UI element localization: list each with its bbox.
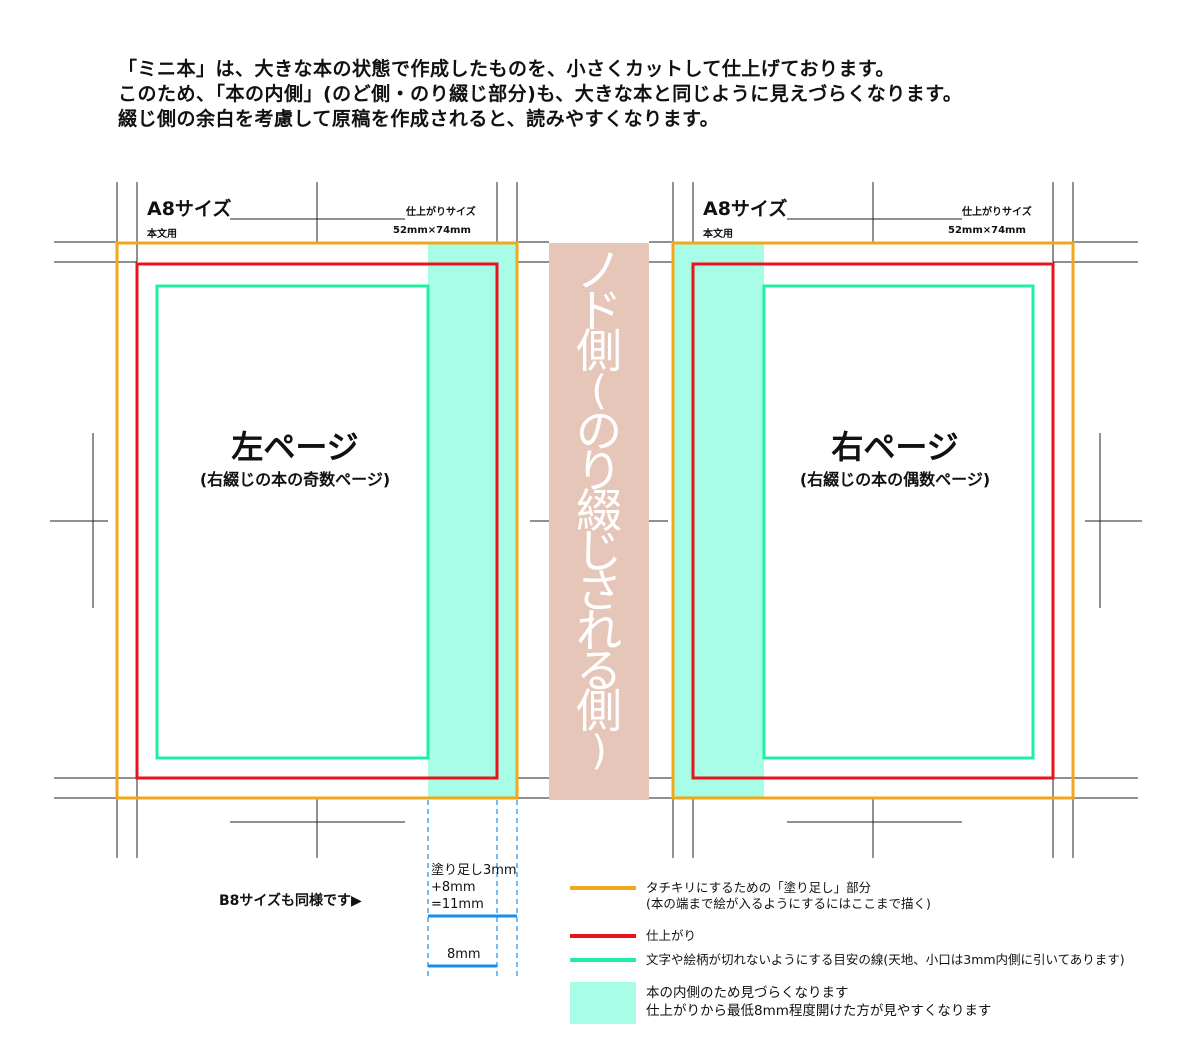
spine-char: 側 — [576, 324, 622, 378]
spine-char: り — [576, 444, 622, 498]
intro-line-2: このため、「本の内側」(のど側・のり綴じ部分)も、大きな本と同じように見えづらく… — [118, 83, 963, 105]
measure-total-label: =11mm — [431, 897, 484, 912]
trim-frame-left — [135, 262, 499, 780]
spine-char: ド — [576, 284, 622, 338]
safe-frame-left — [155, 284, 430, 760]
legend-gutter-text: 本の内側のため見づらくなります 仕上がりから最低8mm程度開けた方が見やすくなり… — [646, 984, 991, 1020]
spine-char: ( — [591, 368, 607, 414]
b8-note: B8サイズも同様です▶ — [219, 893, 362, 909]
gutter-area-right — [673, 243, 764, 798]
legend-gutter-line2: 仕上がりから最低8mm程度開けた方が見やすくなります — [646, 1003, 992, 1019]
right-finish-label: 仕上がりサイズ — [962, 207, 1032, 218]
right-size-title: A8サイズ — [703, 198, 788, 220]
intro-line-1: 「ミニ本」は、大きな本の状態で作成したものを、小さくカットして仕上げております。 — [118, 58, 895, 80]
legend-safe: 文字や絵柄が切れないようにする目安の線(天地、小口は3mm内側に引いてあります) — [570, 952, 1125, 968]
spine-char: 側 — [576, 684, 622, 738]
right-page-subtitle: (右綴じの本の偶数ページ) — [799, 470, 991, 489]
measure-plus-label: +8mm — [431, 880, 476, 895]
spine-char: る — [576, 644, 622, 698]
legend-bleed-swatch — [570, 886, 636, 890]
legend-trim: 仕上がり — [570, 928, 696, 944]
legend-gutter: 本の内側のため見づらくなります 仕上がりから最低8mm程度開けた方が見やすくなり… — [570, 982, 991, 1024]
left-size-title: A8サイズ — [147, 198, 232, 220]
measure-dashes — [427, 800, 518, 980]
left-page-subtitle: (右綴じの本の奇数ページ) — [199, 470, 391, 489]
legend-safe-text: 文字や絵柄が切れないようにする目安の線(天地、小口は3mm内側に引いてあります) — [646, 952, 1125, 967]
right-finish-size: 52mm×74mm — [948, 225, 1026, 236]
bleed-frame-right — [671, 241, 1075, 800]
legend-trim-swatch — [570, 934, 636, 938]
legend-bleed-line1: タチキリにするための「塗り足し」部分 — [646, 880, 872, 895]
left-page-title: 左ページ — [231, 428, 359, 466]
right-body-label: 本文用 — [703, 229, 733, 240]
spine-char: さ — [576, 564, 622, 618]
gutter-area-left — [428, 243, 517, 798]
trim-frame-right — [691, 262, 1055, 780]
spine-label: ノ ド 側 ( の り 綴 じ さ れ る 側 ) — [549, 244, 649, 774]
left-finish-label: 仕上がりサイズ — [406, 207, 476, 218]
measure-inner-label: 8mm — [447, 947, 481, 962]
legend-gutter-line1: 本の内側のため見づらくなります — [646, 985, 849, 1001]
spine-char: 綴 — [576, 484, 622, 538]
spine-char: ノ — [576, 244, 622, 298]
spine-char: ) — [591, 728, 607, 774]
spine-char: れ — [576, 604, 622, 658]
legend-safe-swatch — [570, 958, 636, 962]
spine-char: じ — [576, 524, 622, 578]
spine-char: の — [576, 404, 622, 458]
measure-bleed-label: 塗り足し3mm — [431, 863, 517, 878]
legend-bleed-line2: (本の端まで絵が入るようにするにはここまで描く) — [646, 896, 931, 911]
crop-marks-left — [50, 182, 549, 858]
legend-trim-text: 仕上がり — [646, 928, 697, 943]
right-page-title: 右ページ — [831, 428, 959, 466]
left-finish-size: 52mm×74mm — [393, 225, 471, 236]
legend-bleed: タチキリにするための「塗り足し」部分 (本の端まで絵が入るようにするにはここまで… — [570, 880, 931, 912]
safe-frame-right — [762, 284, 1035, 760]
spine-band: ノ ド 側 ( の り 綴 じ さ れ る 側 ) — [549, 243, 649, 800]
intro-text: 「ミニ本」は、大きな本の状態で作成したものを、小さくカットして仕上げております。… — [118, 57, 962, 132]
legend-bleed-text: タチキリにするための「塗り足し」部分 (本の端まで絵が入るようにするにはここまで… — [646, 880, 931, 912]
legend-gutter-swatch — [570, 982, 636, 1024]
bleed-frame-left — [115, 241, 519, 800]
left-body-label: 本文用 — [147, 229, 177, 240]
intro-line-3: 綴じ側の余白を考慮して原稿を作成されると、読みやすくなります。 — [118, 108, 720, 130]
